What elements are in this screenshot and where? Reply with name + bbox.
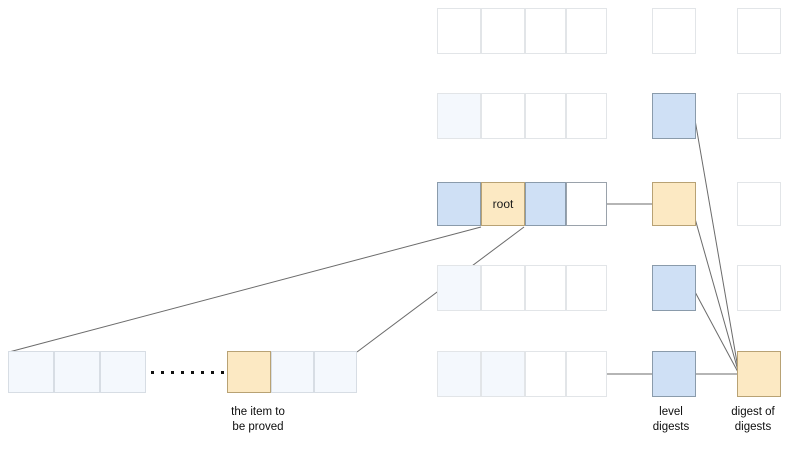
ellipsis-dot	[181, 371, 184, 374]
cell-leaf-4[interactable]	[271, 351, 314, 393]
ellipsis-dot	[221, 371, 224, 374]
digest-box-level-root[interactable]	[737, 182, 781, 226]
cell-l1-c1[interactable]	[481, 8, 525, 54]
connector-level-digest-2-to-dod	[693, 113, 740, 375]
level-digest-box-level-5[interactable]	[652, 351, 696, 397]
cell-l5-c1[interactable]	[481, 351, 525, 397]
ellipsis-dot	[201, 371, 204, 374]
cell-l4-c3[interactable]	[566, 265, 607, 311]
cell-l5-c3[interactable]	[566, 351, 607, 397]
cell-root-c3[interactable]	[566, 182, 607, 226]
ellipsis-dot	[151, 371, 154, 374]
cell-l1-c3[interactable]	[566, 8, 607, 54]
ellipsis-dot	[211, 371, 214, 374]
caption-item-to-be-proved: the item to be proved	[231, 406, 285, 433]
level-digest-box-level-4[interactable]	[652, 265, 696, 311]
cell-root-c2[interactable]	[525, 182, 566, 226]
ellipsis-dot	[171, 371, 174, 374]
cell-l2-c2[interactable]	[525, 93, 566, 139]
level-digest-box-level-2[interactable]	[652, 93, 696, 139]
cell-l2-c1[interactable]	[481, 93, 525, 139]
cell-l5-c2[interactable]	[525, 351, 566, 397]
digest-box-level-2[interactable]	[737, 93, 781, 139]
cell-l1-c2[interactable]	[525, 8, 566, 54]
cell-l5-c0[interactable]	[437, 351, 481, 397]
cell-leaf-5[interactable]	[314, 351, 357, 393]
digest-box-level-5[interactable]	[737, 351, 781, 397]
cell-root-c1[interactable]: root	[481, 182, 525, 226]
cell-l4-c0[interactable]	[437, 265, 481, 311]
cell-leaf-0[interactable]	[8, 351, 54, 393]
cell-leaf-item[interactable]	[227, 351, 271, 393]
root-c1-label: root	[492, 197, 514, 211]
connector-level-digest-root-to-dod	[693, 214, 740, 375]
ellipsis-dot	[161, 371, 164, 374]
level-digest-box-level-1[interactable]	[652, 8, 696, 54]
cell-l2-c3[interactable]	[566, 93, 607, 139]
cell-l4-c2[interactable]	[525, 265, 566, 311]
level-digest-box-level-root[interactable]	[652, 182, 696, 226]
cell-leaf-2[interactable]	[100, 351, 146, 393]
connector-level-digest-4-to-dod	[693, 289, 740, 375]
cell-leaf-1[interactable]	[54, 351, 100, 393]
cell-l2-c0[interactable]	[437, 93, 481, 139]
cell-l1-c0[interactable]	[437, 8, 481, 54]
cell-l4-c1[interactable]	[481, 265, 525, 311]
cell-root-c0[interactable]	[437, 182, 481, 226]
caption-level-digests: level digests	[652, 406, 690, 433]
ellipsis-dot	[191, 371, 194, 374]
connector-root-to-leaf-left	[8, 226, 482, 353]
caption-digest-of-digests: digest of digests	[731, 406, 775, 433]
digest-box-level-1[interactable]	[737, 8, 781, 54]
ellipsis-separator	[151, 371, 224, 374]
digest-box-level-4[interactable]	[737, 265, 781, 311]
